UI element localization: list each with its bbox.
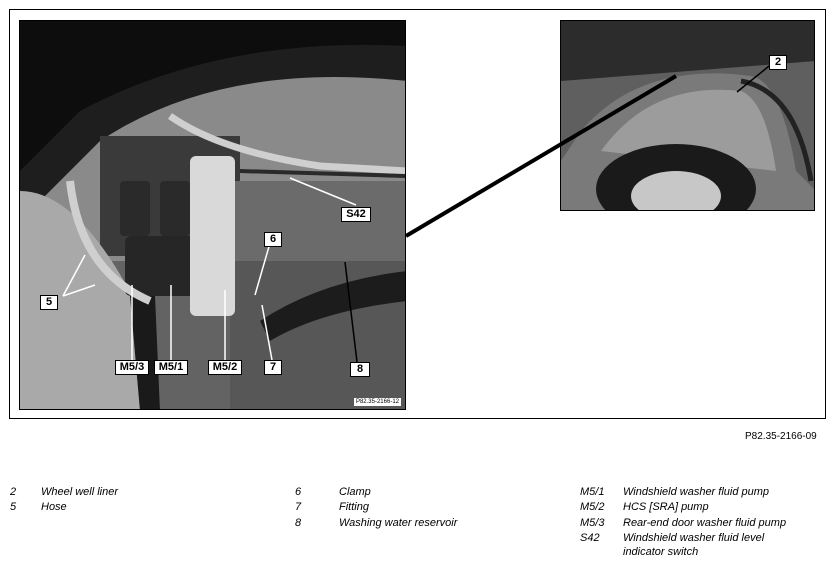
legend-item: 6 Clamp: [295, 485, 525, 500]
leader-6: [254, 242, 271, 296]
legend-item: M5/2 HCS [SRA] pump: [580, 500, 830, 515]
leader-S42: [289, 177, 357, 206]
legend-desc: Rear-end door washer fluid pump: [623, 517, 787, 529]
legend-item: 8 Washing water reservoir: [295, 516, 525, 531]
legend-desc: Washing water reservoir: [339, 517, 458, 529]
legend-code: 2: [10, 486, 17, 498]
main-photo: P82.35-2166-12: [19, 20, 406, 410]
callout-7: 7: [264, 360, 282, 375]
legend-code: 6: [295, 486, 302, 498]
callout-2: 2: [769, 55, 787, 70]
leader-5a: [62, 254, 86, 297]
legend-desc: Wheel well liner: [41, 486, 119, 498]
callout-S42: S42: [341, 207, 371, 222]
inset-photo-illustration: [561, 21, 814, 210]
legend-desc: Fitting: [339, 501, 369, 513]
leader-5b: [62, 284, 96, 297]
legend-item: indicator switch: [580, 545, 830, 560]
leader-2: [736, 61, 775, 93]
legend-desc: Windshield washer fluid pump: [623, 486, 770, 498]
legend-code: M5/3: [580, 517, 605, 529]
callout-5: 5: [40, 295, 58, 310]
callout-M5-2: M5/2: [208, 360, 242, 375]
leader-8: [344, 261, 358, 363]
legend-desc: Clamp: [339, 486, 371, 498]
main-photo-illustration: [20, 21, 405, 409]
callout-6: 6: [264, 232, 282, 247]
callout-M5-3: M5/3: [115, 360, 149, 375]
legend-code: M5/1: [580, 486, 605, 498]
legend-desc: HCS [SRA] pump: [623, 501, 709, 513]
callout-8: 8: [350, 362, 370, 377]
photo-reference: P82.35-2166-12: [353, 398, 401, 406]
legend-desc: Hose: [41, 501, 67, 513]
legend-item: 5 Hose: [10, 500, 210, 515]
legend-item: M5/3 Rear-end door washer fluid pump: [580, 516, 830, 531]
pointer-lines: [62, 61, 775, 363]
inset-photo: [560, 20, 815, 211]
legend-item: 2 Wheel well liner: [10, 485, 210, 500]
legend-desc: Windshield washer fluid level: [623, 532, 765, 544]
legend-code: 8: [295, 517, 302, 529]
legend-code: M5/2: [580, 501, 605, 513]
inset-pointer-line: [404, 74, 678, 238]
legend-item: 7 Fitting: [295, 500, 525, 515]
leader-7: [261, 304, 273, 361]
legend-item: M5/1 Windshield washer fluid pump: [580, 485, 830, 500]
legend-code: 5: [10, 501, 17, 513]
legend-code: S42: [580, 532, 600, 544]
legend-desc: indicator switch: [623, 546, 699, 558]
figure-reference: P82.35-2166-09: [745, 431, 817, 442]
legend-item: S42 Windshield washer fluid level: [580, 531, 830, 546]
callout-M5-1: M5/1: [154, 360, 188, 375]
legend-code: 7: [295, 501, 302, 513]
